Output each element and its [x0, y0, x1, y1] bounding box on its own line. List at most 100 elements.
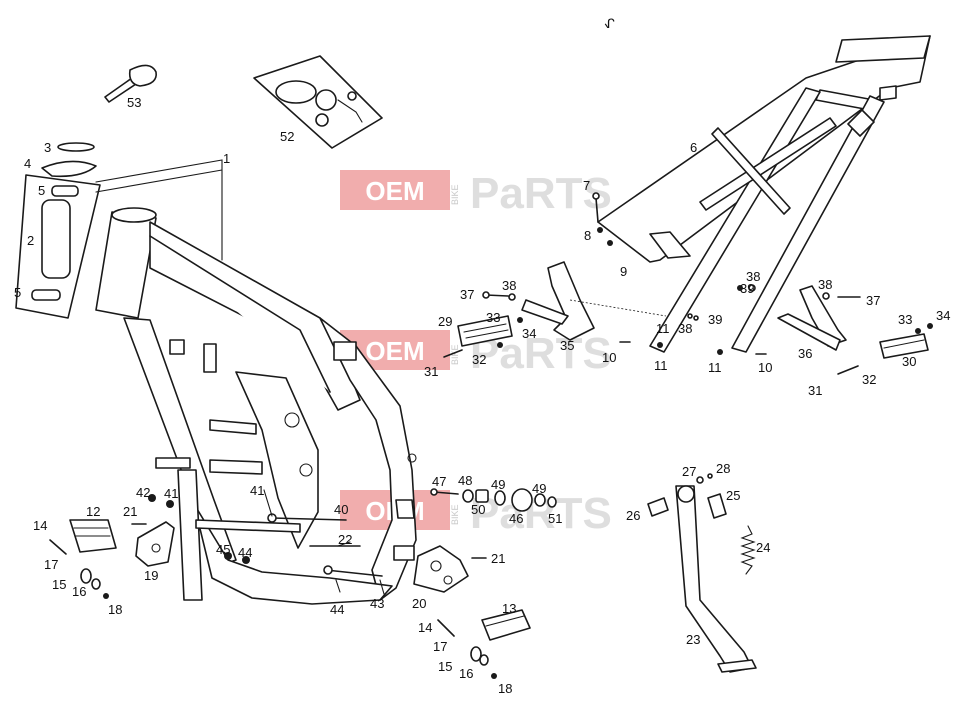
callout: 16 — [459, 666, 473, 681]
callout: 40 — [334, 502, 348, 517]
callout: 32 — [472, 352, 486, 367]
callout: 36 — [798, 346, 812, 361]
callout: 21 — [491, 551, 505, 566]
stand-spring — [740, 525, 756, 575]
rear-subframe — [597, 35, 931, 353]
callout: 49 — [491, 477, 505, 492]
stand-washer-25 — [707, 493, 727, 519]
callout: 10 — [758, 360, 772, 375]
ignition-key — [104, 64, 157, 103]
callout: 45 — [216, 542, 230, 557]
callout: 38 — [502, 278, 516, 293]
main-frame — [95, 207, 417, 605]
callout: 23 — [686, 632, 700, 647]
callout: 1 — [223, 151, 230, 166]
callout: 18 — [108, 602, 122, 617]
callout: 21 — [123, 504, 137, 519]
footrest-bracket-right — [777, 285, 847, 351]
watermark-bike: BIKE — [450, 344, 460, 365]
callout: 39 — [740, 281, 754, 296]
callout: 15 — [438, 659, 452, 674]
callout: 20 — [412, 596, 426, 611]
callout: 8 — [584, 228, 591, 243]
callout: 42 — [136, 485, 150, 500]
watermark-oem: OEM — [365, 336, 424, 366]
callout: 11 — [708, 360, 722, 375]
callout: 48 — [458, 473, 472, 488]
watermark-oem: OEM — [365, 176, 424, 206]
callout: 49 — [532, 481, 546, 496]
callout: 6 — [690, 140, 697, 155]
callout: 33 — [486, 310, 500, 325]
watermark-top: OEM BIKE PaRTS — [340, 169, 612, 218]
watermark-bike: BIKE — [450, 184, 460, 205]
steering-bearing-set — [15, 142, 101, 319]
callout: 53 — [127, 95, 141, 110]
footrest-30 — [879, 333, 929, 359]
callout: 27 — [682, 464, 696, 479]
watermark-bike: BIKE — [450, 504, 460, 525]
callout: 26 — [626, 508, 640, 523]
callout: 51 — [548, 511, 562, 526]
callout: 35 — [560, 338, 574, 353]
callout: 25 — [726, 488, 740, 503]
callout: 38 — [818, 277, 832, 292]
callout: 14 — [33, 518, 47, 533]
callout: 5 — [14, 285, 21, 300]
callout: 29 — [438, 314, 452, 329]
bolt-47 — [433, 491, 459, 495]
callout: 19 — [144, 568, 158, 583]
callout: 38 — [678, 321, 692, 336]
stand-bolt-26 — [647, 497, 669, 517]
callout: 11 — [656, 321, 670, 336]
callout: 24 — [756, 540, 770, 555]
callout: 15 — [52, 577, 66, 592]
callout: 10 — [602, 350, 616, 365]
corner-mark: ᖋ — [604, 16, 615, 31]
footrest-13 — [481, 609, 531, 641]
callout: 17 — [433, 639, 447, 654]
callout: 22 — [338, 532, 352, 547]
callout: 16 — [72, 584, 86, 599]
callout: 5 — [38, 183, 45, 198]
callout: 50 — [471, 502, 485, 517]
callout: 39 — [708, 312, 722, 327]
callout: 31 — [424, 364, 438, 379]
callout: 14 — [418, 620, 432, 635]
callout: 44 — [330, 602, 344, 617]
callout: 2 — [27, 233, 34, 248]
footrest-bracket-left — [521, 261, 595, 341]
callout: 38 — [746, 269, 760, 284]
footrest-29 — [457, 315, 513, 347]
callout: 18 — [498, 681, 512, 696]
steering-lock-kit — [253, 55, 383, 149]
callout: 11 — [654, 358, 668, 373]
bolt-40 — [271, 517, 347, 521]
callout: 52 — [280, 129, 294, 144]
callout: 17 — [44, 557, 58, 572]
callout: 34 — [522, 326, 536, 341]
callout: 28 — [716, 461, 730, 476]
callout: 13 — [502, 601, 516, 616]
callout: 33 — [898, 312, 912, 327]
callout: 4 — [24, 156, 31, 171]
bolt-43 — [325, 569, 383, 577]
callout: 41 — [250, 483, 264, 498]
callout: 32 — [862, 372, 876, 387]
watermark-parts: PaRTS — [470, 169, 612, 218]
callout: 37 — [866, 293, 880, 308]
callout: 3 — [44, 140, 51, 155]
callout: 44 — [238, 545, 252, 560]
callout: 34 — [936, 308, 950, 323]
watermark-middle: OEM BIKE PaRTS — [340, 329, 612, 378]
callout: 7 — [583, 178, 590, 193]
callout: 30 — [902, 354, 916, 369]
side-stand — [675, 485, 757, 673]
callout: 9 — [620, 264, 627, 279]
callout: 46 — [509, 511, 523, 526]
plate-20 — [413, 545, 469, 593]
callout: 43 — [370, 596, 384, 611]
callout: 47 — [432, 474, 446, 489]
callout: 12 — [86, 504, 100, 519]
